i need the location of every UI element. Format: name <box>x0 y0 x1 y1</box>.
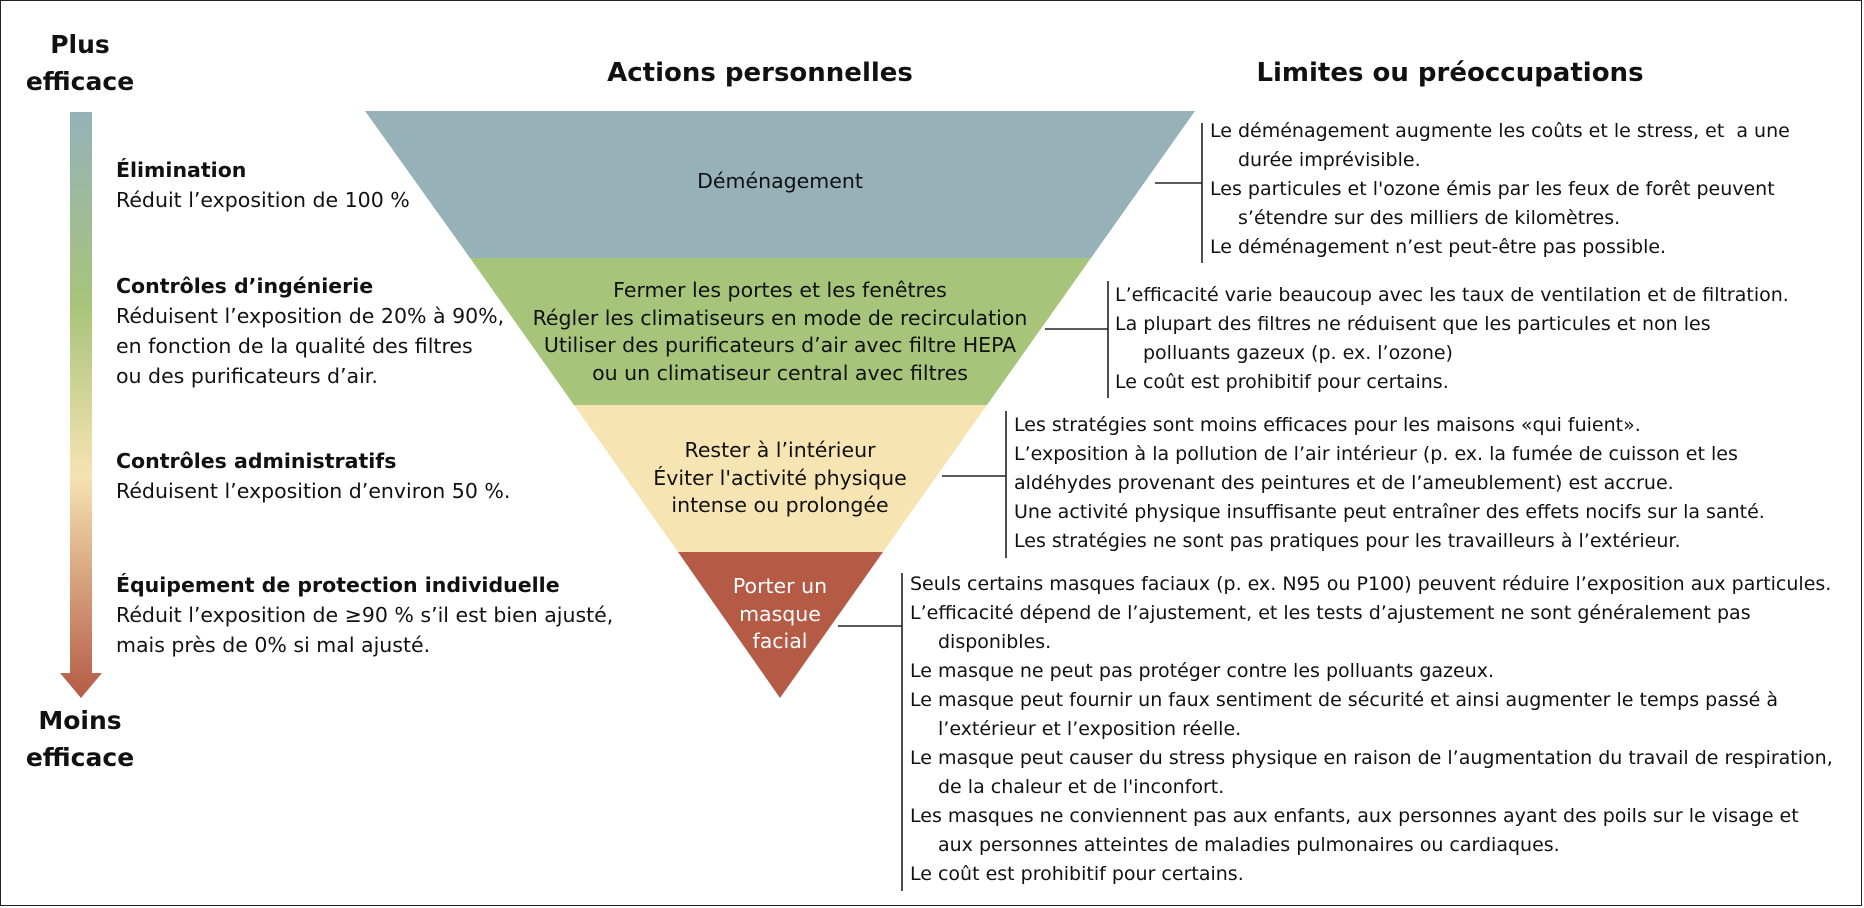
tier-line: Fermer les portes et les fenêtres <box>613 278 947 302</box>
effectiveness-arrow-shape <box>60 112 102 698</box>
category-administrative-controls: Contrôles administratifs Réduisent l’exp… <box>116 446 510 506</box>
header-actions: Actions personnelles <box>607 58 913 88</box>
limit-text: L’efficacité dépend de l’ajustement, et … <box>910 602 1751 624</box>
limit-item: Le masque peut fournir un faux sentiment… <box>910 686 1833 744</box>
limits-list-administrative: Les stratégies sont moins efficaces pour… <box>1014 411 1765 556</box>
tier-line: Éviter l'activité physique <box>653 465 907 490</box>
limit-text-continued: durée imprévisible. <box>1238 149 1421 171</box>
limit-item: Le coût est prohibitif pour certains. <box>910 860 1833 889</box>
header-limits: Limites ou préoccupations <box>1256 58 1644 88</box>
limit-item: L’exposition à la pollution de l’air int… <box>1014 440 1765 469</box>
limit-text: La plupart des filtres ne réduisent que … <box>1115 313 1711 335</box>
limit-item: Une activité physique insuffisante peut … <box>1014 498 1765 527</box>
category-personal-protective-equipment: Équipement de protection individuelle Ré… <box>116 570 613 660</box>
tier-line: Régler les climatiseurs en mode de recir… <box>532 305 1028 330</box>
limits-list-ppe: Seuls certains masques faciaux (p. ex. N… <box>910 570 1833 889</box>
category-description: Réduisent l’exposition de 20% à 90%, en … <box>116 304 505 388</box>
limit-text-continued: disponibles. <box>938 631 1052 653</box>
pyramid-tier-administrative <box>574 405 987 552</box>
tier-line: Déménagement <box>697 169 863 193</box>
tier-line: Porter un <box>732 574 828 598</box>
tier-text-engineering: Fermer les portes et les fenêtres Régler… <box>500 277 1060 387</box>
limit-text: aldéhydes provenant des peintures et de … <box>1014 472 1674 494</box>
limit-item: Le déménagement augmente les coûts et le… <box>1210 117 1790 175</box>
tier-line: Rester à l’intérieur <box>684 438 876 462</box>
limit-text: Le déménagement n’est peut-être pas poss… <box>1210 236 1667 258</box>
tier-text-elimination: Déménagement <box>580 168 980 196</box>
category-title: Contrôles d’ingénierie <box>116 274 374 298</box>
axis-bottom-label-line2: efficace <box>25 743 135 772</box>
limit-item: aldéhydes provenant des peintures et de … <box>1014 469 1765 498</box>
category-description: Réduisent l’exposition d’environ 50 %. <box>116 479 511 503</box>
pyramid-tier-ppe <box>678 552 883 698</box>
limit-text: Les stratégies ne sont pas pratiques pou… <box>1014 530 1681 552</box>
limit-text: Les masques ne conviennent pas aux enfan… <box>910 805 1799 827</box>
category-title: Équipement de protection individuelle <box>116 573 560 597</box>
tier-text-ppe: Porter un masque facial <box>700 573 860 656</box>
axis-bottom-label-line1: Moins <box>38 706 122 735</box>
limit-text-continued: polluants gazeux (p. ex. l’ozone) <box>1143 342 1453 364</box>
limit-text: Seuls certains masques faciaux (p. ex. N… <box>910 573 1832 595</box>
limit-text: Les particules et l'ozone émis par les f… <box>1210 178 1775 200</box>
limit-text: Le masque peut causer du stress physique… <box>910 747 1833 769</box>
tier-line: masque <box>739 601 821 626</box>
pyramid-tier-engineering <box>470 258 1091 405</box>
effectiveness-arrow <box>60 112 102 698</box>
limit-item: La plupart des filtres ne réduisent que … <box>1115 310 1789 368</box>
tier-line: ou un climatiseur central avec filtres <box>592 360 968 385</box>
limit-item: Le déménagement n’est peut-être pas poss… <box>1210 233 1790 262</box>
limit-text-continued: aux personnes atteintes de maladies pulm… <box>938 834 1560 856</box>
limit-text: Le coût est prohibitif pour certains. <box>910 863 1244 885</box>
limit-item: Les particules et l'ozone émis par les f… <box>1210 175 1790 233</box>
limit-text: Le déménagement augmente les coûts et le… <box>1210 120 1790 142</box>
limit-item: Le coût est prohibitif pour certains. <box>1115 368 1789 397</box>
limit-text: Le masque ne peut pas protéger contre le… <box>910 660 1495 682</box>
limits-list-elimination: Le déménagement augmente les coûts et le… <box>1210 117 1790 262</box>
tier-line: intense ou prolongée <box>671 493 889 517</box>
axis-bottom-label: Moins efficace <box>10 702 150 776</box>
limit-item: L’efficacité varie beaucoup avec les tau… <box>1115 281 1789 310</box>
limit-item: Le masque ne peut pas protéger contre le… <box>910 657 1833 686</box>
category-elimination: Élimination Réduit l’exposition de 100 % <box>116 155 410 215</box>
limit-text: Une activité physique insuffisante peut … <box>1014 501 1765 523</box>
tier-line: facial <box>752 629 808 653</box>
limit-item: Les stratégies ne sont pas pratiques pou… <box>1014 527 1765 556</box>
limit-item: Le masque peut causer du stress physique… <box>910 744 1833 802</box>
axis-top-label-line1: Plus <box>50 30 110 59</box>
pyramid-tier-elimination <box>365 111 1195 258</box>
limit-text: Les stratégies sont moins efficaces pour… <box>1014 414 1641 436</box>
limit-item: Les stratégies sont moins efficaces pour… <box>1014 411 1765 440</box>
limit-text: L’exposition à la pollution de l’air int… <box>1014 443 1738 465</box>
connectors <box>838 123 1203 891</box>
limit-text-continued: de la chaleur et de l'inconfort. <box>938 776 1225 798</box>
category-description: Réduit l’exposition de 100 % <box>116 188 410 212</box>
limits-list-engineering: L’efficacité varie beaucoup avec les tau… <box>1115 281 1789 397</box>
category-title: Élimination <box>116 158 247 182</box>
limit-text: Le coût est prohibitif pour certains. <box>1115 371 1449 393</box>
axis-top-label-line2: efficace <box>25 67 135 96</box>
axis-top-label: Plus efficace <box>10 26 150 100</box>
category-engineering-controls: Contrôles d’ingénierie Réduisent l’expos… <box>116 271 504 391</box>
limit-text-continued: l’extérieur et l’exposition réelle. <box>938 718 1242 740</box>
limit-text-continued: s’étendre sur des milliers de kilomètres… <box>1238 207 1621 229</box>
tier-line: Utiliser des purificateurs d’air avec fi… <box>543 333 1017 357</box>
limit-item: Les masques ne conviennent pas aux enfan… <box>910 802 1833 860</box>
limit-item: Seuls certains masques faciaux (p. ex. N… <box>910 570 1833 599</box>
category-description: Réduit l’exposition de ≥90 % s’il est bi… <box>116 603 614 657</box>
limit-text: L’efficacité varie beaucoup avec les tau… <box>1115 284 1789 306</box>
limit-item: L’efficacité dépend de l’ajustement, et … <box>910 599 1833 657</box>
limit-text: Le masque peut fournir un faux sentiment… <box>910 689 1779 711</box>
category-title: Contrôles administratifs <box>116 449 397 473</box>
tier-text-administrative: Rester à l’intérieur Éviter l'activité p… <box>600 437 960 520</box>
